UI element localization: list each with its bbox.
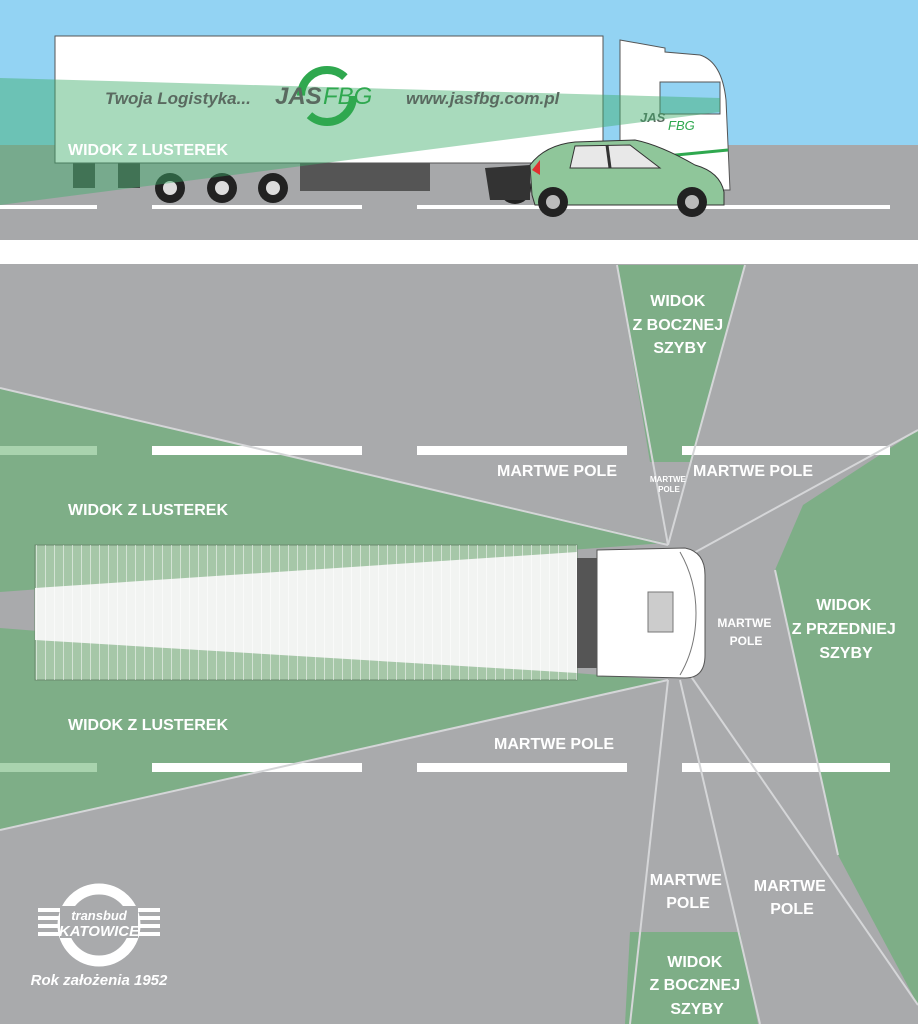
top-view: WIDOK Z BOCZNEJ SZYBY MARTWE POLE MARTWE… xyxy=(0,264,918,1024)
mirror-view-zone-side xyxy=(0,78,720,205)
mirror-view-lower-label: WIDOK Z LUSTEREK xyxy=(68,717,228,734)
blind-spot-bottom-label: MARTWE POLE xyxy=(494,736,614,753)
side-window-top-label: WIDOK Z BOCZNEJ SZYBY xyxy=(632,293,727,357)
lane-markings-top xyxy=(0,446,890,772)
logo-transbud: transbud xyxy=(71,908,128,923)
mirror-view-label-side: WIDOK Z LUSTEREK xyxy=(68,142,228,159)
car-side xyxy=(529,139,725,217)
blind-spot-top-right-label: MARTWE POLE xyxy=(693,463,813,480)
divider-band xyxy=(0,240,918,264)
blind-spot-top-small-label: MARTWE POLE xyxy=(650,475,688,494)
logo-fbg: FBG xyxy=(323,83,372,110)
blind-spot-front-label: MARTWE POLE xyxy=(717,616,774,648)
trailer-slogan: Twoja Logistyka... xyxy=(105,89,251,108)
lane-markings-side xyxy=(0,205,890,209)
transbud-logo: transbud KATOWICE Rok założenia 1952 xyxy=(31,883,168,989)
front-window-zone xyxy=(775,430,918,1005)
sight-lines xyxy=(0,264,918,1024)
side-view: JAS FBG Twoja Logistyka... JAS FBG www.j… xyxy=(0,0,918,264)
trailer-top xyxy=(34,544,578,681)
mirror-view-upper-label: WIDOK Z LUSTEREK xyxy=(68,502,228,519)
jasfbg-logo: JAS FBG xyxy=(275,66,372,126)
trailer-url: www.jasfbg.com.pl xyxy=(406,89,561,108)
side-window-bottom-label: WIDOK Z BOCZNEJ SZYBY xyxy=(649,954,744,1018)
side-window-zone-top xyxy=(617,265,745,462)
mirror-zone-upper xyxy=(0,388,665,592)
blind-spot-bottom-right-label: MARTWE POLE xyxy=(754,878,830,918)
logo-jas: JAS xyxy=(275,83,322,110)
blind-spot-top-left-label: MARTWE POLE xyxy=(497,463,617,480)
trailer-chassis xyxy=(73,163,531,204)
blind-spot-bottom-left-label: MARTWE POLE xyxy=(650,872,726,912)
front-window-label: WIDOK Z PRZEDNIEJ SZYBY xyxy=(792,597,900,662)
cab-brand-jas: JAS xyxy=(640,110,666,125)
side-window-zone-bottom xyxy=(625,932,758,1024)
truck-cab-top xyxy=(577,547,706,679)
logo-katowice: KATOWICE xyxy=(59,923,140,940)
logo-founded: Rok założenia 1952 xyxy=(31,972,168,989)
trailer-side xyxy=(54,35,604,164)
cab-brand-fbg: FBG xyxy=(668,118,695,133)
labels: WIDOK Z BOCZNEJ SZYBY MARTWE POLE MARTWE… xyxy=(68,293,900,1018)
